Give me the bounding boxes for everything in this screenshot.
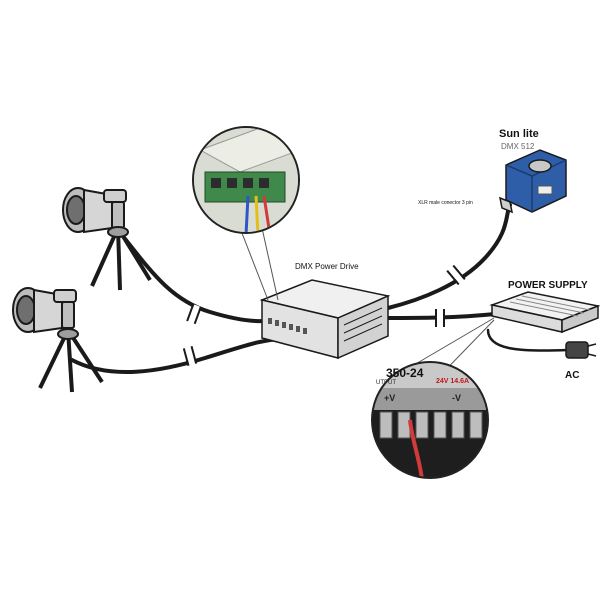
sunlite-controller (500, 150, 566, 212)
cable-psu-ac (488, 330, 568, 351)
cable-spot2-to-drive (72, 338, 290, 372)
power-supply-unit (492, 292, 598, 332)
zoom-terminal-detail (190, 125, 305, 235)
sunlite-title: Sun lite (499, 128, 539, 140)
ac-label: AC (565, 370, 579, 381)
psu-v-plus: +V (384, 393, 395, 403)
dmx-power-drive (262, 280, 388, 358)
spotlight-1 (63, 188, 150, 290)
xlr-connector-note: XLR male conector 3 pin (418, 200, 473, 206)
drive-zoom-pointers (240, 228, 278, 300)
psu-model-label: 350-24 (386, 366, 423, 380)
psu-output-word: UTPUT (376, 380, 396, 386)
psu-v-minus: -V (452, 393, 461, 403)
spotlight-2 (13, 288, 102, 392)
power-supply-label: POWER SUPPLY (508, 280, 588, 291)
psu-output-label: 24V 14.6A (436, 378, 469, 385)
cable-drive-to-controller (388, 205, 510, 308)
ac-plug (566, 342, 596, 358)
sunlite-subtitle: DMX 512 (501, 142, 534, 151)
dmx-drive-label: DMX Power Drive (295, 262, 359, 271)
